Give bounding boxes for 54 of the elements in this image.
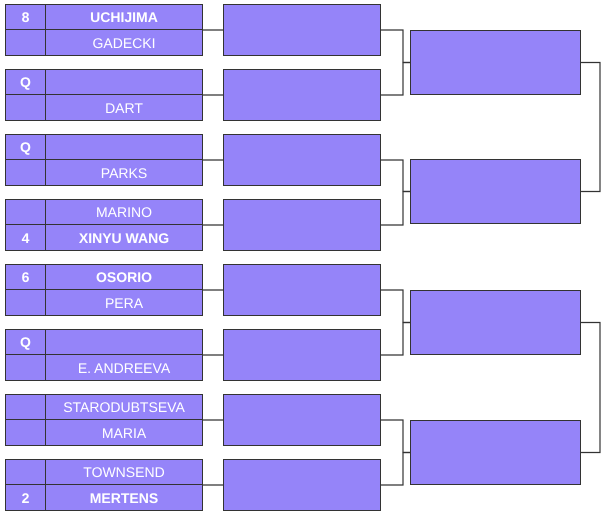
seed-cell bbox=[6, 460, 46, 485]
bracket-slot bbox=[223, 329, 381, 381]
bracket-slot bbox=[223, 69, 381, 121]
bracket-line bbox=[581, 388, 601, 454]
bracket-slot bbox=[223, 4, 381, 56]
bracket-slot bbox=[223, 134, 381, 186]
bracket-line bbox=[203, 484, 223, 486]
seed-cell bbox=[6, 200, 46, 225]
bracket-line bbox=[381, 322, 410, 356]
player-name: DART bbox=[46, 95, 202, 120]
bracket-line bbox=[203, 289, 223, 291]
match-box bbox=[5, 4, 203, 56]
match-box bbox=[5, 394, 203, 446]
match-box bbox=[5, 199, 203, 251]
player-name: MARIA bbox=[46, 420, 202, 445]
bracket-line bbox=[203, 354, 223, 356]
bracket-line bbox=[203, 224, 223, 226]
match-box bbox=[5, 134, 203, 186]
match-box bbox=[5, 264, 203, 316]
bracket-line bbox=[581, 62, 601, 127]
bracket-line bbox=[203, 94, 223, 96]
player-name: E. ANDREEVA bbox=[46, 355, 202, 380]
seed-label: 2 bbox=[6, 485, 46, 510]
player-name: STARODUBTSEVA bbox=[46, 395, 202, 420]
bracket-slot bbox=[223, 264, 381, 316]
player-name: MERTENS bbox=[46, 485, 202, 510]
bracket-line bbox=[581, 322, 601, 388]
player-name: GADECKI bbox=[46, 30, 202, 55]
bracket-line bbox=[381, 452, 410, 486]
match-box bbox=[5, 459, 203, 511]
bracket-slot bbox=[410, 30, 581, 95]
bracket-slot bbox=[223, 199, 381, 251]
bracket-slot bbox=[223, 459, 381, 511]
bracket-line bbox=[203, 419, 223, 421]
player-name: XINYU WANG bbox=[46, 225, 202, 250]
bracket-line bbox=[203, 29, 223, 31]
player-name: UCHIJIMA bbox=[46, 5, 202, 30]
bracket-line bbox=[381, 62, 410, 96]
player-name: MARINO bbox=[46, 200, 202, 225]
seed-cell bbox=[6, 395, 46, 420]
bracket-slot bbox=[223, 394, 381, 446]
player-name: PARKS bbox=[46, 160, 202, 185]
bracket-slot bbox=[410, 290, 581, 355]
seed-label: 4 bbox=[6, 225, 46, 250]
player-name: OSORIO bbox=[46, 265, 202, 290]
match-box bbox=[5, 329, 203, 381]
player-name: TOWNSEND bbox=[46, 460, 202, 485]
bracket-slot bbox=[410, 159, 581, 224]
bracket-line bbox=[203, 159, 223, 161]
match-box bbox=[5, 69, 203, 121]
bracket-line bbox=[381, 190, 410, 226]
bracket-line bbox=[581, 127, 601, 192]
bracket-slot bbox=[410, 420, 581, 485]
player-name: PERA bbox=[46, 290, 202, 315]
